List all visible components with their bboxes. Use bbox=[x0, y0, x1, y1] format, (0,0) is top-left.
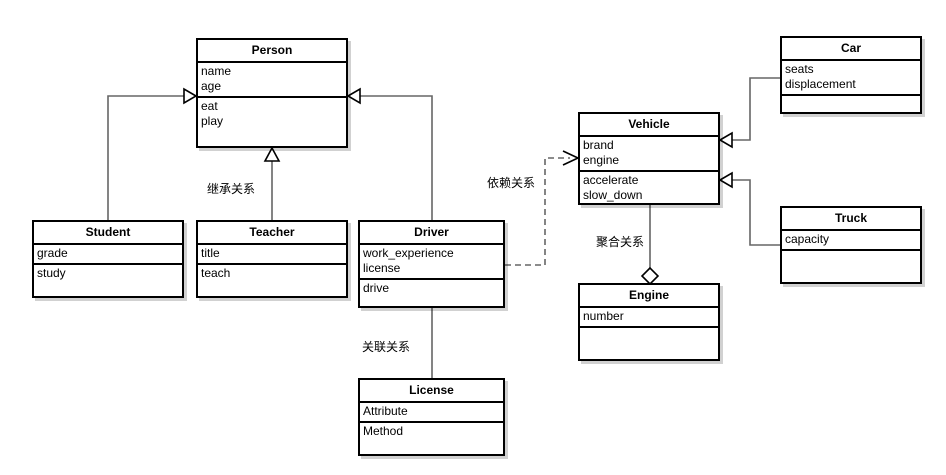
class-box-license[interactable]: License Attribute Method bbox=[358, 378, 505, 456]
class-attributes-teacher: title bbox=[198, 245, 346, 265]
operation-row: eat bbox=[201, 99, 218, 113]
operation-row: slow_down bbox=[583, 188, 643, 202]
class-attributes-truck: capacity bbox=[782, 231, 920, 251]
class-box-driver[interactable]: Driver work_experience license drive bbox=[358, 220, 505, 308]
attribute-row: grade bbox=[37, 246, 68, 260]
class-attributes-license: Attribute bbox=[360, 403, 503, 423]
class-operations-student: study bbox=[34, 265, 182, 283]
class-operations-car bbox=[782, 96, 920, 99]
relationship-label-inheritance: 继承关系 bbox=[207, 182, 256, 196]
class-attributes-student: grade bbox=[34, 245, 182, 265]
class-operations-driver: drive bbox=[360, 280, 503, 298]
class-box-vehicle[interactable]: Vehicle brand engine accelerate slow_dow… bbox=[578, 112, 720, 205]
class-title-person: Person bbox=[198, 40, 346, 63]
class-title-teacher: Teacher bbox=[198, 222, 346, 245]
class-attributes-driver: work_experience license bbox=[360, 245, 503, 280]
dependency-arrowhead bbox=[562, 150, 580, 166]
attribute-row: brand bbox=[583, 138, 614, 152]
attribute-row: title bbox=[201, 246, 220, 260]
class-operations-truck bbox=[782, 251, 920, 254]
class-title-truck: Truck bbox=[782, 208, 920, 231]
class-operations-vehicle: accelerate slow_down bbox=[580, 172, 718, 205]
class-operations-license: Method bbox=[360, 423, 503, 441]
attribute-row: work_experience bbox=[363, 246, 454, 260]
relationship-label-aggregation: 聚合关系 bbox=[596, 235, 645, 249]
class-operations-person: eat play bbox=[198, 98, 346, 131]
class-title-driver: Driver bbox=[360, 222, 503, 245]
connector-vehicle-engine bbox=[640, 205, 660, 286]
generalization-arrowhead bbox=[718, 131, 733, 149]
operation-row: drive bbox=[363, 281, 390, 295]
connector-car-vehicle bbox=[718, 77, 780, 149]
class-box-car[interactable]: Car seats displacement bbox=[780, 36, 922, 114]
attribute-row: displacement bbox=[785, 77, 856, 91]
attribute-row: seats bbox=[785, 62, 814, 76]
connector-truck-vehicle bbox=[718, 171, 780, 246]
generalization-arrowhead bbox=[263, 146, 281, 162]
attribute-row: name bbox=[201, 64, 232, 78]
class-box-student[interactable]: Student grade study bbox=[32, 220, 184, 298]
connector-student-person bbox=[107, 87, 198, 220]
class-operations-engine bbox=[580, 328, 718, 331]
class-title-student: Student bbox=[34, 222, 182, 245]
class-title-engine: Engine bbox=[580, 285, 718, 308]
class-title-car: Car bbox=[782, 38, 920, 61]
class-operations-teacher: teach bbox=[198, 265, 346, 283]
generalization-arrowhead bbox=[183, 87, 198, 105]
generalization-arrowhead bbox=[718, 171, 733, 189]
attribute-row: Attribute bbox=[363, 404, 408, 418]
class-title-license: License bbox=[360, 380, 503, 403]
relationship-label-association: 关联关系 bbox=[362, 340, 411, 354]
class-attributes-engine: number bbox=[580, 308, 718, 328]
operation-row: study bbox=[37, 266, 66, 280]
attribute-row: engine bbox=[583, 153, 620, 167]
operation-row: teach bbox=[201, 266, 231, 280]
class-attributes-vehicle: brand engine bbox=[580, 137, 718, 172]
class-box-engine[interactable]: Engine number bbox=[578, 283, 720, 361]
operation-row: Method bbox=[363, 424, 404, 438]
connector-driver-person bbox=[346, 87, 433, 220]
attribute-row: license bbox=[363, 261, 401, 275]
connector-driver-vehicle bbox=[505, 150, 580, 266]
connector-teacher-person bbox=[263, 146, 281, 220]
class-box-person[interactable]: Person name age eat play bbox=[196, 38, 348, 148]
class-box-truck[interactable]: Truck capacity bbox=[780, 206, 922, 284]
attribute-row: age bbox=[201, 79, 222, 93]
class-attributes-person: name age bbox=[198, 63, 346, 98]
class-attributes-car: seats displacement bbox=[782, 61, 920, 96]
aggregation-diamond bbox=[640, 266, 660, 286]
generalization-arrowhead bbox=[346, 87, 361, 105]
relationship-label-dependency: 依赖关系 bbox=[487, 176, 536, 190]
class-title-vehicle: Vehicle bbox=[580, 114, 718, 137]
class-box-teacher[interactable]: Teacher title teach bbox=[196, 220, 348, 298]
operation-row: accelerate bbox=[583, 173, 639, 187]
attribute-row: capacity bbox=[785, 232, 830, 246]
operation-row: play bbox=[201, 114, 224, 128]
attribute-row: number bbox=[583, 309, 624, 323]
